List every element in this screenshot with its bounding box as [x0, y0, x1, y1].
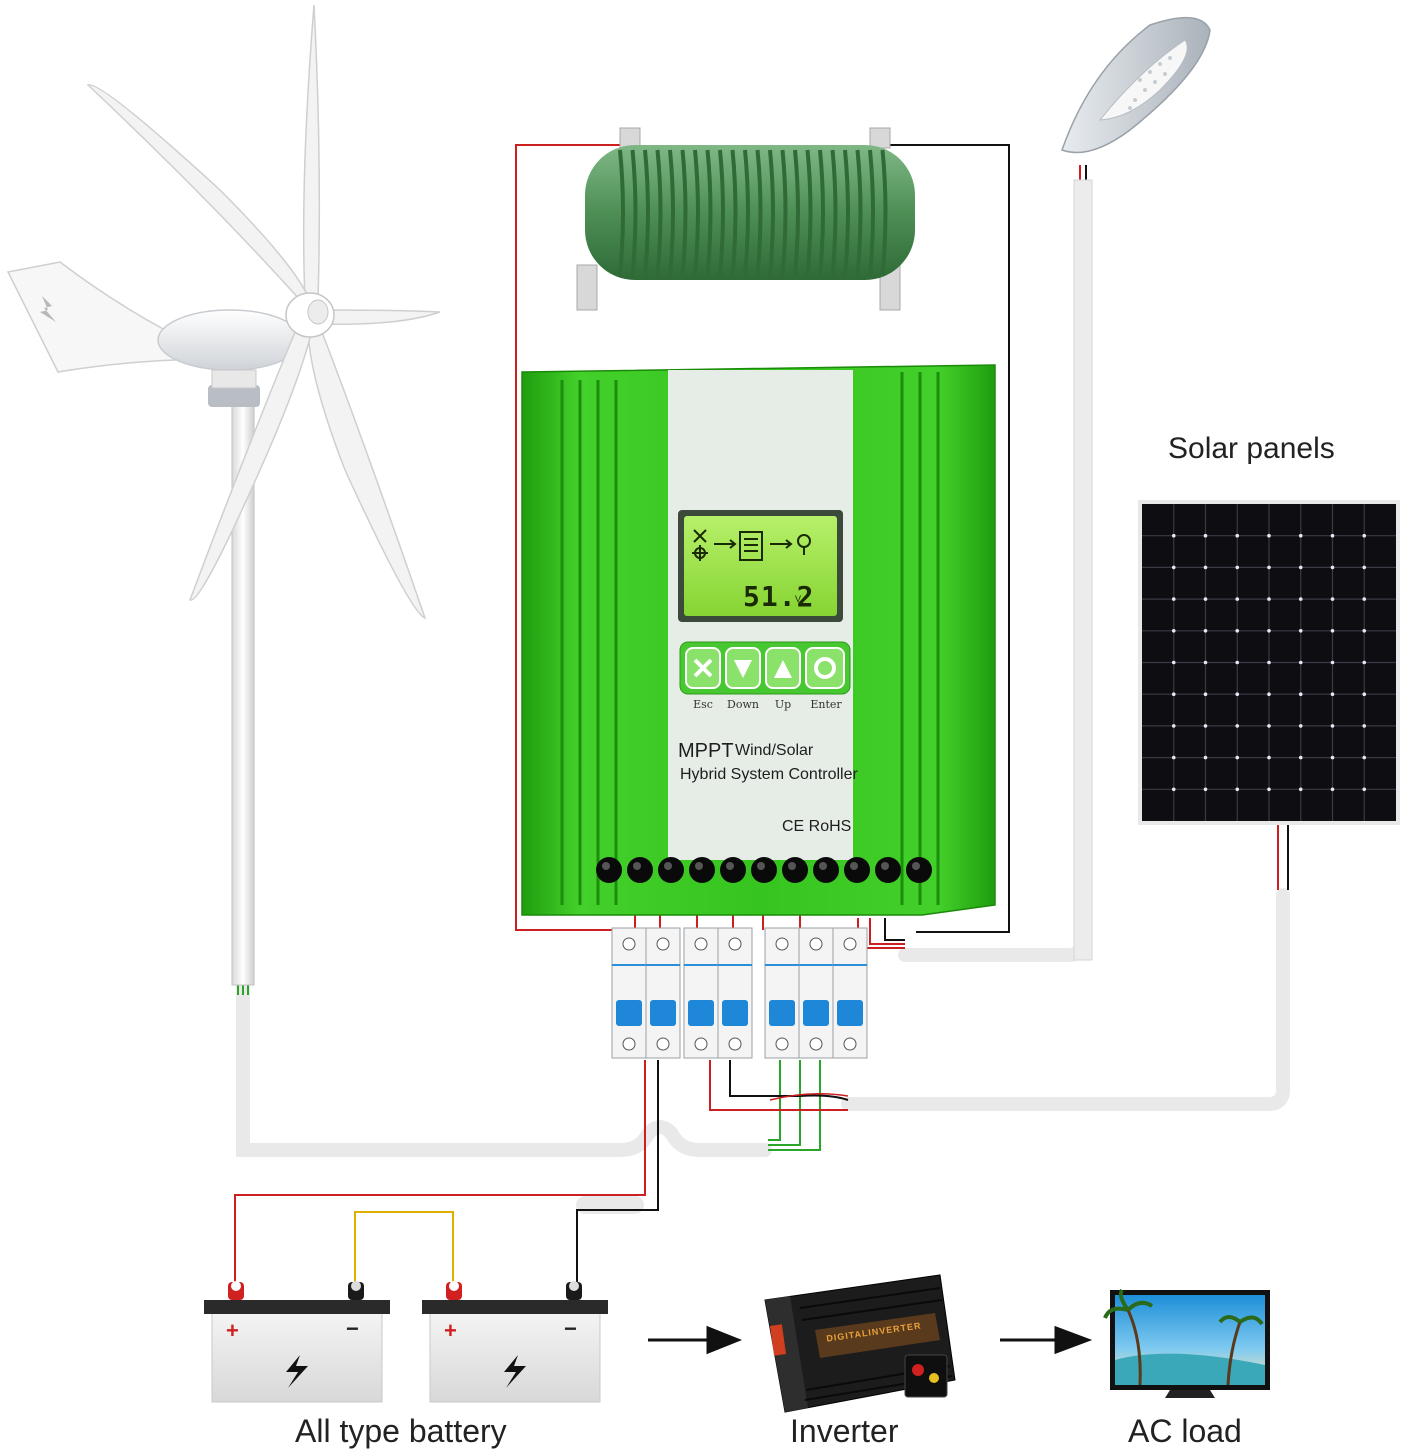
terminal-screw [782, 857, 808, 883]
street-lamp [1061, 16, 1211, 961]
terminal-block [596, 857, 932, 883]
terminal-screw [751, 857, 777, 883]
terminal-screw [906, 857, 932, 883]
circuit-breakers [611, 927, 868, 1059]
inverter-label: Inverter [790, 1413, 899, 1449]
controller-title-mppt: MPPT [678, 740, 734, 762]
controller-title-wind-solar: Wind/Solar [735, 742, 814, 759]
terminal-screw [844, 857, 870, 883]
terminal-screw [658, 857, 684, 883]
up-button-label: Up [774, 698, 792, 711]
battery-2: +− [422, 1281, 608, 1403]
battery-1: +− [204, 1281, 390, 1403]
terminal-screw [875, 857, 901, 883]
terminal-screw [627, 857, 653, 883]
controller-title-hybrid: Hybrid System Controller [680, 766, 858, 783]
inverter-unit [764, 1274, 956, 1413]
lightning-icon [504, 1355, 526, 1388]
ac-load-tv [1103, 1288, 1270, 1398]
positive-terminal-symbol: + [226, 1318, 239, 1343]
controller-buttons [685, 647, 845, 689]
terminal-screw [596, 857, 622, 883]
positive-terminal-symbol: + [444, 1318, 457, 1343]
enter-button-label: Enter [810, 698, 842, 711]
controller-cert-label: CE RoHS [782, 818, 852, 835]
hybrid-controller [521, 364, 996, 916]
wind-turbine [6, 4, 441, 986]
lcd-icons [692, 529, 811, 561]
solar-panel [1138, 500, 1400, 825]
lcd-voltage-unit: V [795, 594, 802, 604]
down-button-label: Down [727, 698, 759, 711]
terminal-screw [720, 857, 746, 883]
lcd-voltage-value: 51.2 [743, 580, 815, 613]
lightning-icon [286, 1355, 308, 1388]
esc-button-label: Esc [693, 698, 713, 711]
enter-button[interactable] [805, 647, 845, 689]
negative-terminal-symbol: − [564, 1316, 577, 1341]
terminal-screw [689, 857, 715, 883]
negative-terminal-symbol: − [346, 1316, 359, 1341]
ac-load-label: AC load [1128, 1413, 1242, 1449]
battery-label: All type battery [295, 1413, 507, 1449]
dump-load-resistor [576, 127, 915, 311]
batteries: +−+− [204, 1281, 608, 1403]
solar-panels-label: Solar panels [1168, 432, 1335, 465]
flow-arrows [648, 1325, 1093, 1355]
terminal-screw [813, 857, 839, 883]
